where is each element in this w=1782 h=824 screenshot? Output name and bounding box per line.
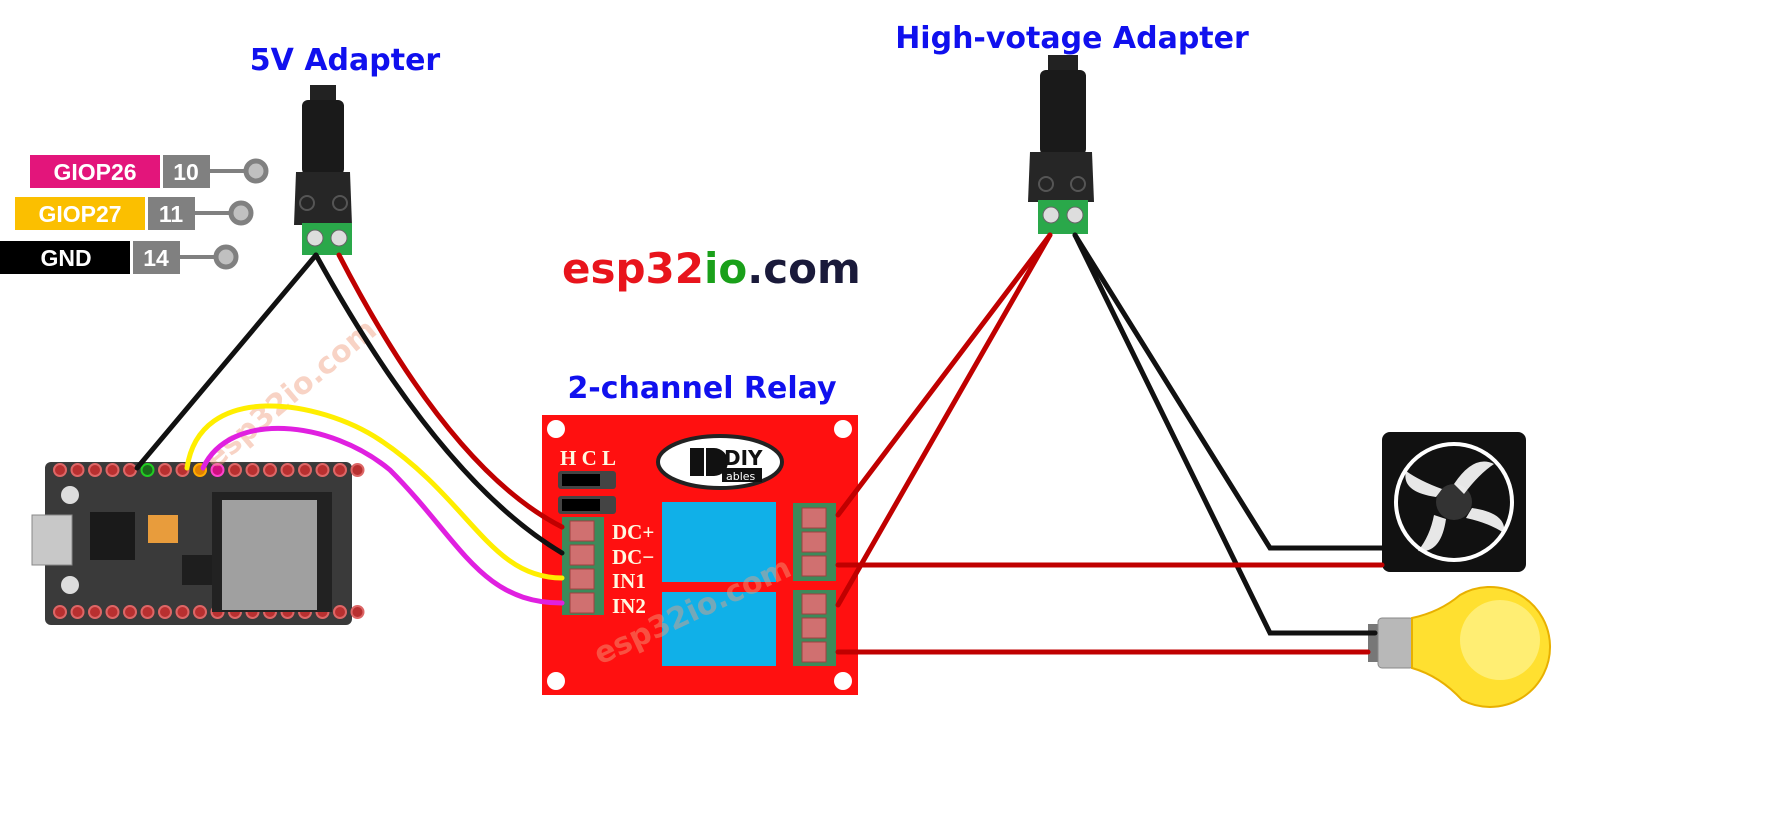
- screw-terminal: [801, 641, 827, 663]
- relay-board: H C L DIY ables DC+ DC− IN1 IN2 esp32io.…: [542, 415, 858, 695]
- adapter-5v: [294, 85, 352, 255]
- header-pin: [88, 463, 102, 477]
- adapter-high-voltage: [1028, 55, 1094, 234]
- svg-text:11: 11: [159, 201, 184, 227]
- header-pin: [123, 463, 137, 477]
- header-pin: [210, 463, 225, 477]
- brand-logo: esp32io.com: [562, 244, 861, 293]
- screw-terminal: [801, 555, 827, 577]
- svg-text:14: 14: [143, 245, 169, 271]
- screw-terminal: [569, 568, 595, 590]
- svg-text:GIOP26: GIOP26: [53, 159, 136, 185]
- input-in2: IN2: [612, 594, 646, 618]
- wire-gnd: [134, 252, 319, 471]
- wire-hv-live-1: [835, 232, 1053, 518]
- screw-terminal: [569, 592, 595, 614]
- header-pin: [245, 463, 260, 477]
- header-pin: [298, 463, 312, 477]
- wire-hv-neutral-lamp: [1072, 232, 1378, 636]
- header-pin: [70, 605, 85, 619]
- header-pin: [140, 463, 155, 477]
- diyables-logo: DIY ables: [656, 434, 784, 490]
- header-pin: [53, 605, 67, 619]
- title-hv-adapter: High-votage Adapter: [895, 21, 1249, 56]
- pin-label-giop26: GIOP26 10: [30, 155, 269, 188]
- header-pin: [88, 605, 102, 619]
- esp32-board: [31, 462, 365, 625]
- header-pin: [70, 463, 85, 477]
- watermark-2: esp32io.com: [198, 312, 384, 476]
- screw-terminal: [801, 593, 827, 615]
- svg-text:10: 10: [173, 159, 199, 185]
- svg-text:GIOP27: GIOP27: [38, 201, 121, 227]
- header-pin: [140, 605, 155, 619]
- header-pin: [350, 605, 365, 619]
- fan: [1382, 432, 1526, 572]
- wire-hv-neutral-fan: [1072, 232, 1385, 551]
- svg-text:ables: ables: [726, 470, 756, 483]
- header-pin: [105, 463, 120, 477]
- header-pin: [333, 463, 347, 477]
- wire-in2: [200, 426, 565, 606]
- screw-terminal: [801, 617, 827, 639]
- header-pin: [105, 605, 120, 619]
- input-in1: IN1: [612, 569, 646, 593]
- header-pin: [280, 463, 295, 477]
- relay-coil-1: [662, 502, 776, 582]
- header-pin: [158, 605, 172, 619]
- screw-terminal: [801, 507, 827, 529]
- screw-terminal: [569, 544, 595, 566]
- title-relay: 2-channel Relay: [567, 371, 837, 406]
- svg-text:GND: GND: [40, 245, 91, 271]
- input-dc-minus: DC−: [612, 545, 654, 569]
- title-5v-adapter: 5V Adapter: [250, 43, 441, 78]
- screw-terminal: [569, 520, 595, 542]
- header-pin: [193, 605, 207, 619]
- wire-dc-minus: [313, 252, 565, 556]
- header-pin: [350, 463, 365, 477]
- header-pin: [333, 605, 347, 619]
- header-pin: [175, 605, 190, 619]
- header-pin: [53, 463, 67, 477]
- jumper-labels: H C L: [560, 446, 616, 470]
- wire-in1: [184, 403, 565, 581]
- header-pin: [315, 463, 330, 477]
- input-dc-plus: DC+: [612, 520, 654, 544]
- pin-label-gnd: GND 14: [0, 241, 239, 274]
- wire-hv-live-2: [835, 232, 1053, 608]
- wire-dc-plus: [336, 252, 565, 530]
- screw-terminal: [801, 531, 827, 553]
- header-pin: [123, 605, 137, 619]
- relay-coil-2: [662, 592, 776, 666]
- wires: [134, 232, 1385, 655]
- svg-text:DIY: DIY: [724, 446, 763, 470]
- header-pin: [263, 463, 277, 477]
- header-pin: [158, 463, 172, 477]
- light-bulb: [1368, 585, 1551, 708]
- pin-label-giop27: GIOP27 11: [15, 197, 254, 230]
- header-pin: [228, 463, 242, 477]
